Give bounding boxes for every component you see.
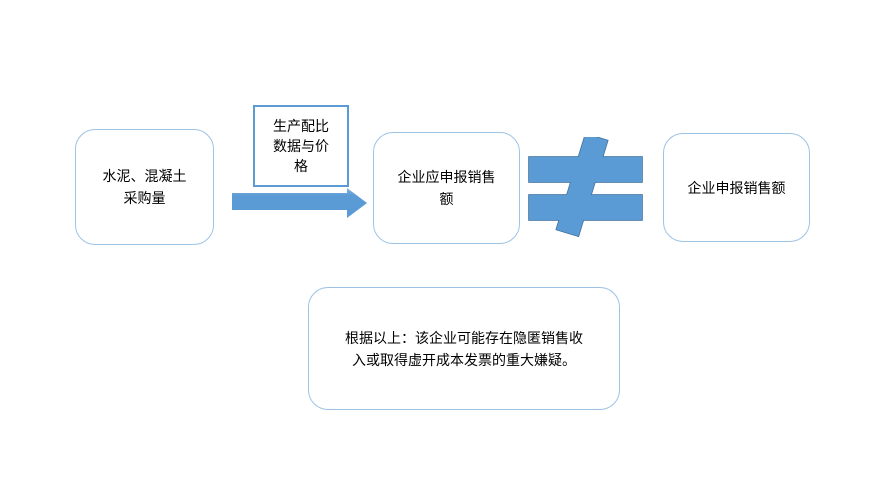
source-box: 水泥、混凝土 采购量: [75, 129, 214, 245]
not-equal-icon: [528, 137, 643, 238]
declared-sales-line1: 企业申报销售额: [687, 179, 786, 196]
expected-sales-box: 企业应申报销售 额: [373, 132, 520, 244]
source-box-line2: 采购量: [123, 190, 166, 206]
declared-sales-box: 企业申报销售额: [663, 133, 810, 242]
arrow-label-box: 生产配比 数据与价 格: [253, 105, 349, 187]
expected-sales-line1: 企业应申报销售: [397, 169, 496, 185]
source-box-line1: 水泥、混凝土: [102, 168, 187, 184]
conclusion-box: 根据以上：该企业可能存在隐匿销售收 入或取得虚开成本发票的重大嫌疑。: [308, 287, 620, 410]
conclusion-line1: 根据以上：该企业可能存在隐匿销售收: [345, 329, 583, 346]
arrow-label-line3: 格: [294, 158, 308, 174]
arrow-label-line1: 生产配比: [273, 118, 329, 134]
right-arrow-icon: [232, 188, 367, 218]
conclusion-line2: 入或取得虚开成本发票的重大嫌疑。: [352, 351, 576, 368]
expected-sales-line2: 额: [439, 191, 454, 207]
arrow-label-line2: 数据与价: [273, 138, 329, 154]
